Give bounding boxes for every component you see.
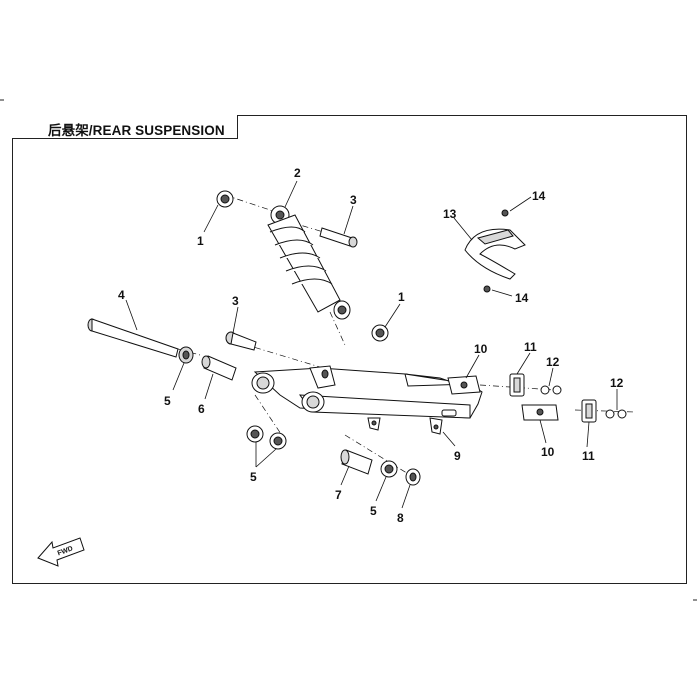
callout-leaders — [125, 180, 618, 509]
diagram-frame — [12, 115, 687, 584]
callout-labels: 1 2 3 14 13 14 4 3 1 10 11 12 12 5 6 9 1… — [118, 166, 624, 525]
callout-label: 11 — [524, 340, 537, 354]
diagram-title: 后悬架/REAR SUSPENSION — [48, 123, 225, 138]
chain-guard — [464, 209, 526, 293]
bushing-lower-right — [380, 460, 398, 478]
adjuster-plate-left — [509, 373, 525, 397]
callout-label: 12 — [546, 355, 560, 369]
spacer-sleeve — [201, 355, 237, 381]
callout-label: 14 — [532, 189, 546, 203]
callout-label: 10 — [541, 445, 555, 459]
callout-label: 14 — [515, 291, 529, 305]
callout-label: 3 — [350, 193, 357, 207]
callout-label: 1 — [398, 290, 405, 304]
callout-label: 6 — [198, 402, 205, 416]
mount-bolt-lower — [225, 331, 257, 351]
shock-bolt-upper — [319, 227, 358, 248]
callout-label: 11 — [582, 449, 595, 463]
spacer-lower — [340, 449, 373, 475]
bushing-left — [178, 346, 194, 364]
shock-nut-upper — [216, 190, 234, 208]
swingarm — [251, 365, 483, 435]
rear-shock-absorber — [267, 205, 351, 320]
callout-label: 9 — [454, 449, 461, 463]
adjuster-plate-right — [581, 399, 597, 423]
axle-bolt — [87, 318, 179, 358]
adjuster-nuts — [540, 385, 627, 419]
assembly-guide-lines — [89, 194, 636, 476]
registration-marks — [0, 99, 697, 601]
callout-label: 5 — [370, 504, 377, 518]
callout-label: 4 — [118, 288, 125, 302]
callout-label: 7 — [335, 488, 342, 502]
title-box — [12, 115, 238, 139]
callout-label: 13 — [443, 207, 457, 221]
callout-label: 12 — [610, 376, 624, 390]
axle-nut — [405, 468, 421, 486]
callout-label: 5 — [164, 394, 171, 408]
chain-adjuster-left — [447, 375, 481, 395]
callout-label: 5 — [250, 470, 257, 484]
callout-label: 2 — [294, 166, 301, 180]
callout-label: 10 — [474, 342, 488, 356]
forward-direction-arrow: FWD — [37, 537, 85, 567]
shock-nut-lower — [371, 324, 389, 342]
callout-label: 8 — [397, 511, 404, 525]
bushing-pair-lower-left — [246, 425, 287, 450]
callout-label: 1 — [197, 234, 204, 248]
chain-adjuster-right — [521, 404, 559, 421]
callout-label: 3 — [232, 294, 239, 308]
